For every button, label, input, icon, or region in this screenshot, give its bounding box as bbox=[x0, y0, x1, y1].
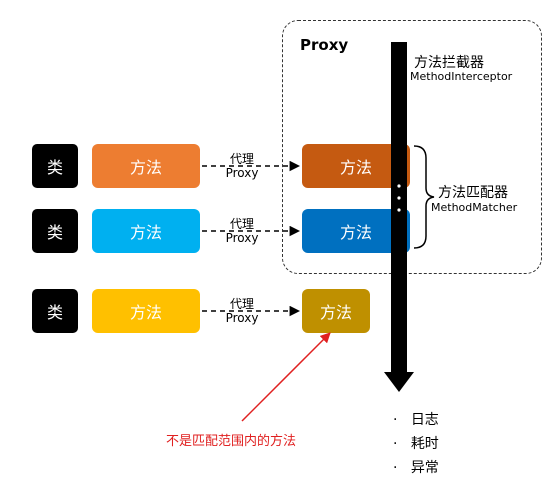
effect-item: · 异常 bbox=[393, 460, 439, 476]
class-box: 类 bbox=[32, 209, 78, 253]
matcher-brace bbox=[413, 145, 435, 249]
proxy-label-en: Proxy bbox=[225, 311, 259, 325]
proxy-label-cn: 代理 bbox=[229, 152, 254, 166]
unmatched-method-box: 方法 bbox=[302, 289, 370, 333]
interceptor-arrow-head bbox=[384, 372, 414, 392]
effect-item: · 耗时 bbox=[393, 436, 439, 452]
method-box: 方法 bbox=[92, 289, 200, 333]
unmatched-note: 不是匹配范围内的方法 bbox=[166, 434, 297, 449]
note-arrow bbox=[241, 332, 331, 422]
interceptor-subtitle: MethodInterceptor bbox=[410, 70, 513, 83]
proxy-label: 代理 Proxy bbox=[216, 217, 268, 245]
effect-item: · 日志 bbox=[393, 412, 439, 428]
interceptor-title: 方法拦截器 bbox=[414, 55, 484, 71]
proxy-label-en: Proxy bbox=[225, 231, 259, 245]
matcher-title: 方法匹配器 bbox=[438, 185, 508, 201]
interceptor-arrow-shaft bbox=[391, 42, 407, 374]
effect-label: 日志 bbox=[410, 412, 439, 428]
effect-label: 耗时 bbox=[410, 436, 439, 452]
proxy-label: 代理 Proxy bbox=[216, 297, 268, 325]
effect-label: 异常 bbox=[410, 460, 439, 476]
method-box: 方法 bbox=[92, 209, 200, 253]
matcher-subtitle: MethodMatcher bbox=[431, 201, 518, 214]
proxy-label-en: Proxy bbox=[225, 166, 259, 180]
shaft-dot bbox=[397, 184, 401, 188]
proxy-title: Proxy bbox=[300, 36, 349, 54]
proxy-label: 代理 Proxy bbox=[216, 152, 268, 180]
shaft-dot bbox=[397, 208, 401, 212]
class-box: 类 bbox=[32, 144, 78, 188]
class-box: 类 bbox=[32, 289, 78, 333]
shaft-dot bbox=[397, 196, 401, 200]
method-box: 方法 bbox=[92, 144, 200, 188]
proxy-label-cn: 代理 bbox=[229, 297, 254, 311]
proxy-label-cn: 代理 bbox=[229, 217, 254, 231]
proxy-boundary bbox=[282, 20, 542, 274]
